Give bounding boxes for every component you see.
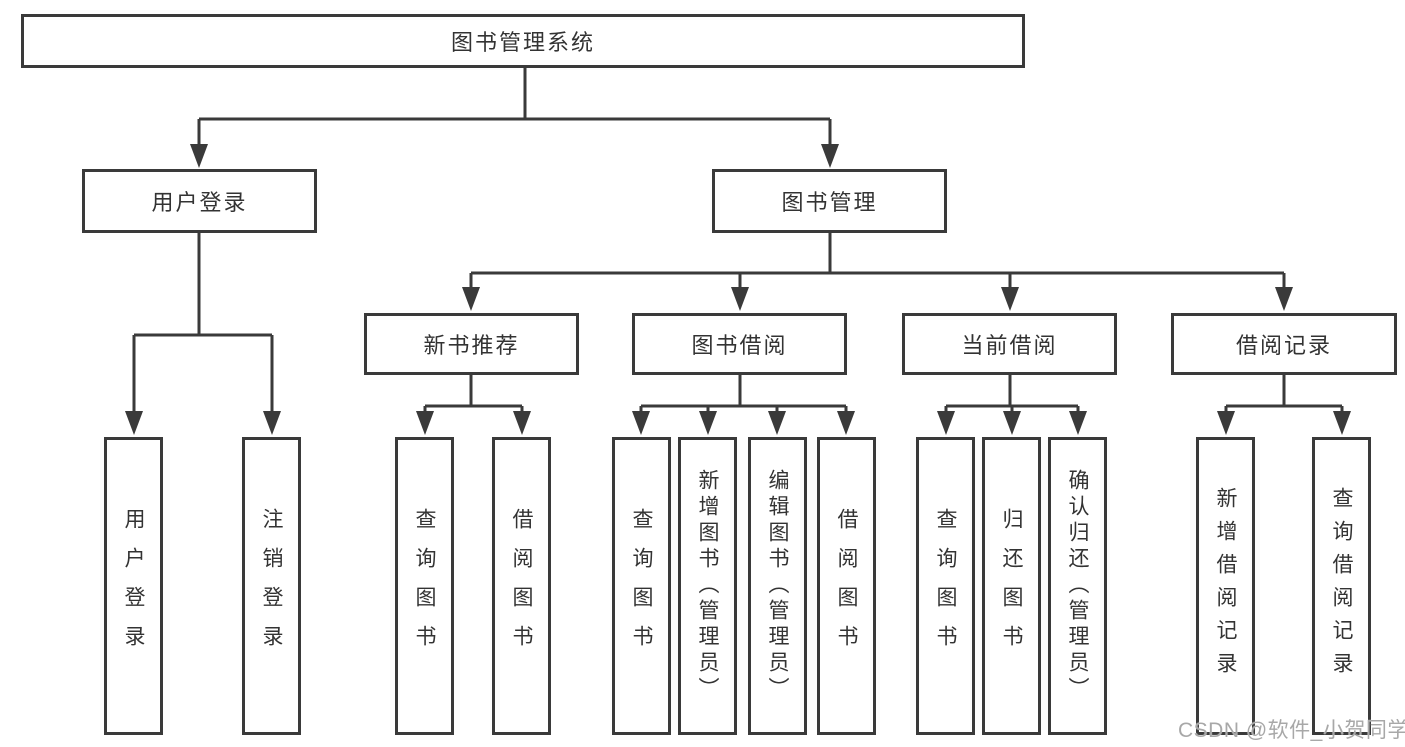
node-borrowing-records-label: 借阅记录 bbox=[1235, 333, 1332, 358]
node-book-management: 图书管理 bbox=[712, 169, 947, 233]
arrowhead bbox=[513, 411, 531, 435]
arrowhead bbox=[462, 287, 480, 311]
node-leaf-confirm-return-admin: 确认归还（管理员） bbox=[1048, 437, 1107, 735]
node-leaf-borrow-books-2: 借阅图书 bbox=[817, 437, 876, 735]
node-leaf-add-books-admin-label: 新增图书（管理员） bbox=[696, 469, 719, 703]
node-leaf-borrow-books-2-label: 借阅图书 bbox=[835, 508, 858, 664]
node-leaf-query-borrow-record: 查询借阅记录 bbox=[1312, 437, 1371, 735]
node-leaf-logout-label: 注销登录 bbox=[260, 508, 283, 664]
node-borrowing-records: 借阅记录 bbox=[1171, 313, 1397, 375]
arrowheads bbox=[125, 144, 1351, 435]
arrowhead bbox=[632, 411, 650, 435]
arrowhead bbox=[263, 411, 281, 435]
arrowhead bbox=[699, 411, 717, 435]
node-leaf-return-books: 归还图书 bbox=[982, 437, 1041, 735]
arrowhead bbox=[837, 411, 855, 435]
node-book-borrowing-label: 图书借阅 bbox=[691, 333, 788, 358]
node-leaf-query-books-3-label: 查询图书 bbox=[934, 508, 957, 664]
node-leaf-query-books-2-label: 查询图书 bbox=[630, 508, 653, 664]
node-leaf-edit-books-admin-label: 编辑图书（管理员） bbox=[766, 469, 789, 703]
node-leaf-query-books-3: 查询图书 bbox=[916, 437, 975, 735]
node-user-login-label: 用户登录 bbox=[151, 190, 248, 215]
node-leaf-query-books-2: 查询图书 bbox=[612, 437, 671, 735]
node-user-login: 用户登录 bbox=[82, 169, 317, 233]
arrowhead bbox=[937, 411, 955, 435]
node-leaf-query-books-1-label: 查询图书 bbox=[413, 508, 436, 664]
node-leaf-user-login: 用户登录 bbox=[104, 437, 163, 735]
node-leaf-add-books-admin: 新增图书（管理员） bbox=[678, 437, 737, 735]
edge-root-to-level2 bbox=[197, 68, 832, 148]
edge-bookborrow-to-leaves bbox=[639, 375, 848, 418]
arrowhead bbox=[1217, 411, 1235, 435]
arrowhead bbox=[731, 287, 749, 311]
arrowhead bbox=[1003, 411, 1021, 435]
node-new-book-recommend: 新书推荐 bbox=[364, 313, 579, 375]
arrowhead bbox=[190, 144, 208, 168]
edge-newbookrec-to-leaves bbox=[423, 375, 524, 418]
node-book-management-label: 图书管理 bbox=[781, 190, 878, 215]
node-leaf-query-books-1: 查询图书 bbox=[395, 437, 454, 735]
arrowhead bbox=[1069, 411, 1087, 435]
edge-userlogin-to-leaves bbox=[132, 233, 274, 418]
edge-lines bbox=[132, 68, 1344, 418]
node-book-borrowing: 图书借阅 bbox=[632, 313, 847, 375]
node-leaf-query-borrow-record-label: 查询借阅记录 bbox=[1330, 487, 1353, 685]
node-root-label: 图书管理系统 bbox=[450, 30, 595, 55]
arrowhead bbox=[416, 411, 434, 435]
arrowhead bbox=[768, 411, 786, 435]
node-leaf-logout: 注销登录 bbox=[242, 437, 301, 735]
edge-bookmgmt-to-level3 bbox=[469, 233, 1286, 291]
node-current-borrowing: 当前借阅 bbox=[902, 313, 1117, 375]
node-leaf-borrow-books-1: 借阅图书 bbox=[492, 437, 551, 735]
node-leaf-add-borrow-record-label: 新增借阅记录 bbox=[1214, 487, 1237, 685]
node-leaf-edit-books-admin: 编辑图书（管理员） bbox=[748, 437, 807, 735]
node-leaf-user-login-label: 用户登录 bbox=[122, 508, 145, 664]
edge-borrowrecord-to-leaves bbox=[1224, 375, 1344, 418]
node-leaf-add-borrow-record: 新增借阅记录 bbox=[1196, 437, 1255, 735]
node-current-borrowing-label: 当前借阅 bbox=[961, 333, 1058, 358]
node-leaf-return-books-label: 归还图书 bbox=[1000, 508, 1023, 664]
node-root: 图书管理系统 bbox=[21, 14, 1025, 68]
arrowhead bbox=[1275, 287, 1293, 311]
arrowhead bbox=[821, 144, 839, 168]
arrowhead bbox=[125, 411, 143, 435]
node-leaf-confirm-return-admin-label: 确认归还（管理员） bbox=[1066, 469, 1089, 703]
node-leaf-borrow-books-1-label: 借阅图书 bbox=[510, 508, 533, 664]
arrowhead bbox=[1001, 287, 1019, 311]
node-new-book-recommend-label: 新书推荐 bbox=[423, 333, 520, 358]
csdn-watermark: CSDN @软件_小贺同学 bbox=[1178, 719, 1405, 742]
arrowhead bbox=[1333, 411, 1351, 435]
